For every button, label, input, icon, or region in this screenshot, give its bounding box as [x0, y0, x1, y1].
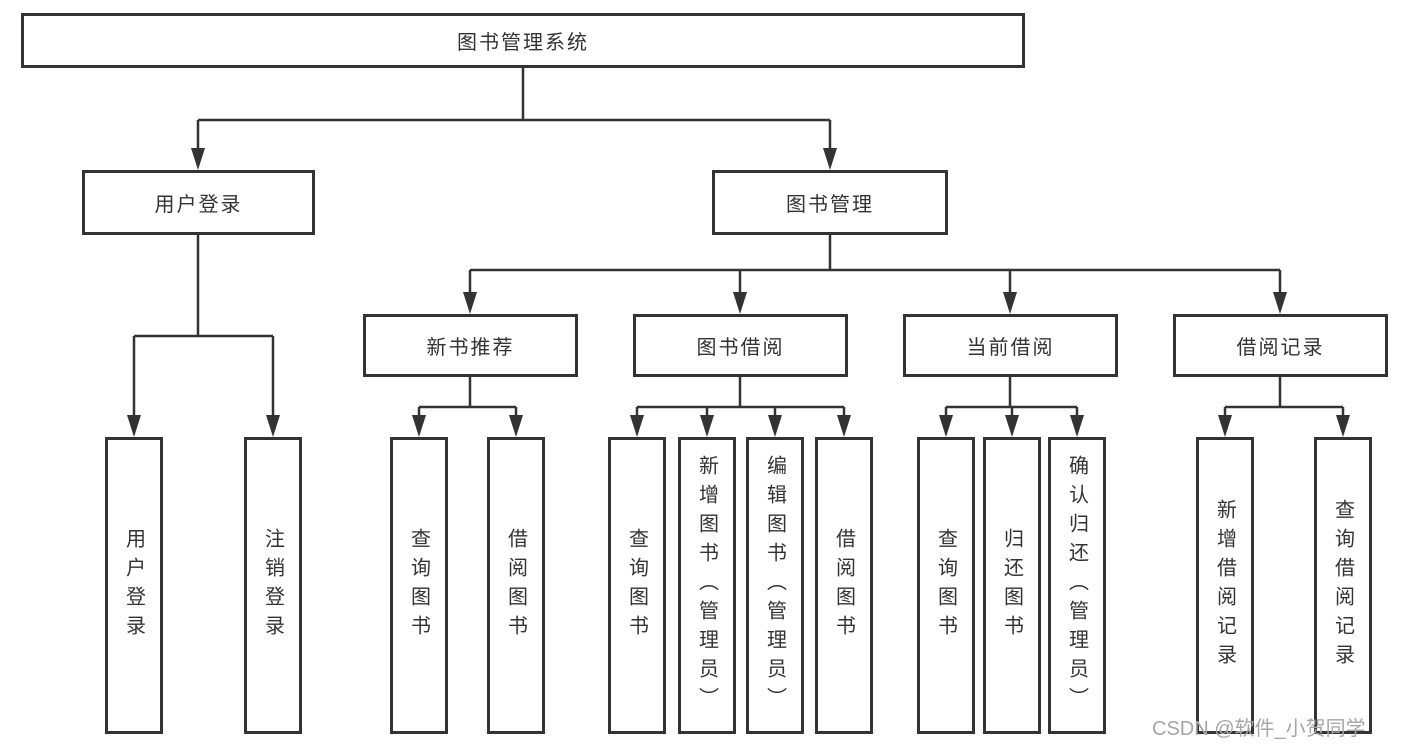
node-borrow-records: 借阅记录 — [1173, 314, 1388, 377]
leaf-query-books-borrow: 查询图书 — [608, 437, 666, 734]
arrowhead-icons — [127, 148, 1350, 437]
node-book-management: 图书管理 — [712, 170, 948, 235]
leaf-borrow-books-recommend: 借阅图书 — [487, 437, 545, 734]
leaf-query-borrow-record: 查询借阅记录 — [1314, 437, 1372, 734]
leaf-edit-book-admin: 编辑图书（管理员） — [746, 437, 804, 734]
node-library-management-system: 图书管理系统 — [21, 13, 1025, 68]
csdn-watermark: CSDN @软件_小贺同学 — [1152, 718, 1366, 740]
leaf-add-borrow-record: 新增借阅记录 — [1196, 437, 1254, 734]
leaf-return-book: 归还图书 — [983, 437, 1041, 734]
leaf-query-books-recommend: 查询图书 — [390, 437, 448, 734]
leaf-add-book-admin: 新增图书（管理员） — [678, 437, 736, 734]
leaf-confirm-return-admin: 确认归还（管理员） — [1048, 437, 1106, 734]
leaf-query-books-current: 查询图书 — [917, 437, 975, 734]
leaf-user-login: 用户登录 — [105, 437, 163, 734]
node-user-login: 用户登录 — [82, 170, 315, 235]
leaf-borrow-books: 借阅图书 — [815, 437, 873, 734]
node-current-borrow: 当前借阅 — [903, 314, 1118, 377]
leaf-logout: 注销登录 — [244, 437, 302, 734]
connector-paths — [132, 68, 1345, 421]
node-new-book-recommend: 新书推荐 — [363, 314, 578, 377]
node-book-borrow: 图书借阅 — [633, 314, 848, 377]
